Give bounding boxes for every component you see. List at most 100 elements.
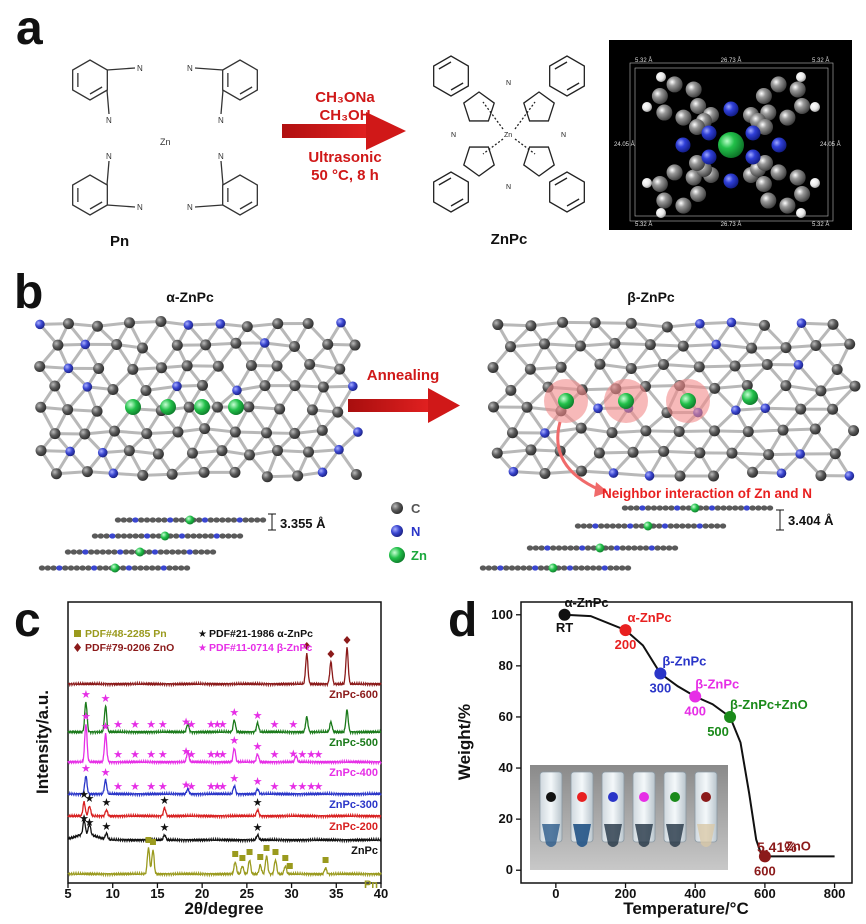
carbon-atom	[318, 382, 329, 393]
carbon-atom	[662, 321, 673, 332]
carbon-atom	[709, 383, 720, 394]
xrd-legend-label: PDF#11-0714 β-ZnPc	[209, 642, 312, 654]
nitrogen-atom	[609, 468, 619, 478]
xrd-star-marker: ★	[160, 822, 170, 834]
carbon-atom	[49, 381, 60, 392]
nitrogen-atom	[260, 338, 270, 348]
xrd-star-marker: ★	[186, 749, 196, 761]
xrd-xlabel: 2θ/degree	[184, 899, 263, 918]
stack-atom	[585, 545, 591, 550]
stack-atom	[237, 533, 243, 538]
stack-atom	[503, 565, 509, 570]
zinc-atom	[228, 399, 244, 415]
carbon-atom	[763, 449, 774, 460]
znpc-double-bond	[555, 62, 567, 69]
xrd-xtick-label: 40	[374, 886, 388, 901]
ball-carbon	[779, 110, 795, 126]
ball-carbon	[790, 81, 806, 97]
carbon-atom	[272, 361, 283, 372]
stack-atom	[137, 565, 143, 570]
tga-point-sub: 200	[615, 637, 637, 652]
stack-atom	[697, 523, 703, 528]
stack-atom	[749, 505, 755, 510]
xrd-xtick-label: 35	[329, 886, 343, 901]
stack-atom	[643, 545, 649, 550]
zinc-atom	[160, 399, 176, 415]
stack-atom	[120, 565, 126, 570]
carbon-atom	[492, 319, 503, 330]
ball-carbon	[790, 169, 806, 185]
stack-atom	[538, 545, 544, 550]
carbon-atom	[36, 445, 47, 456]
stack-atom	[526, 565, 532, 570]
nitrogen-atom	[760, 403, 770, 413]
tga-xtick-label: 600	[754, 886, 776, 901]
carbon-atom	[303, 318, 314, 329]
ball-carbon	[656, 193, 672, 209]
stack-atom	[651, 505, 657, 510]
zinc-atom	[194, 399, 210, 415]
legend-star-marker: ★	[198, 629, 207, 640]
stack-atom	[633, 505, 639, 510]
carbon-atom	[332, 407, 343, 418]
legend-n-dot	[391, 525, 403, 537]
stack-atom	[662, 505, 668, 510]
stack-atom	[672, 545, 678, 550]
stack-atom	[82, 549, 88, 554]
stack-atom	[123, 549, 129, 554]
stack-atom	[720, 505, 726, 510]
stack-atom	[219, 533, 225, 538]
ball-hydrogen	[656, 72, 666, 82]
carbon-atom	[810, 423, 821, 434]
xrd-star-marker: ★	[113, 781, 123, 793]
stack-atom	[613, 565, 619, 570]
alpha-stack	[39, 516, 266, 573]
pn-double-bond	[90, 202, 102, 209]
carbon-atom	[172, 426, 183, 437]
carbon-atom	[156, 362, 167, 373]
ball-carbon	[779, 198, 795, 214]
xrd-star-marker: ★	[270, 719, 280, 731]
stack-atom	[132, 565, 138, 570]
carbon-atom	[351, 469, 362, 480]
xrd-square-marker	[257, 854, 263, 860]
stack-atom	[178, 565, 184, 570]
stack-atom	[520, 565, 526, 570]
xrd-xtick-label: 5	[64, 886, 71, 901]
stack-atom	[637, 545, 643, 550]
stack-atom	[592, 523, 598, 528]
carbon-atom	[746, 343, 757, 354]
carbon-atom	[525, 320, 536, 331]
carbon-atom	[640, 425, 651, 436]
xrd-star-marker: ★	[218, 781, 228, 793]
carbon-atom	[832, 364, 843, 375]
tga-point-tag: β-ZnPc+ZnO	[730, 697, 808, 712]
stack-atom	[586, 523, 592, 528]
carbon-atom	[594, 359, 605, 370]
carbon-atom	[167, 469, 178, 480]
panel-d-letter: d	[448, 594, 477, 647]
carbon-atom	[507, 427, 518, 438]
stack-atom	[85, 565, 91, 570]
xrd-series-label: ZnPc-500	[329, 737, 378, 749]
carbon-atom	[272, 445, 283, 456]
xrd-square-marker	[150, 839, 156, 845]
stack-atom	[166, 565, 172, 570]
znpc-bridge-n-label: N	[506, 184, 511, 191]
carbon-atom	[658, 359, 669, 370]
carbon-atom	[307, 404, 318, 415]
stack-atom	[158, 549, 164, 554]
carbon-atom	[730, 361, 741, 372]
stack-atom	[497, 565, 503, 570]
stack-atom	[92, 533, 98, 538]
tga-ylabel: Weight/%	[455, 704, 474, 780]
nitrogen-atom	[65, 447, 75, 457]
carbon-atom	[810, 340, 821, 351]
xrd-legend-label: PDF#48-2285 Pn	[85, 628, 167, 640]
carbon-atom	[274, 403, 285, 414]
carbon-atom	[626, 318, 637, 329]
xrd-star-marker: ★	[81, 711, 91, 723]
carbon-atom	[199, 423, 210, 434]
pn-n-atom-label: N	[137, 203, 143, 212]
